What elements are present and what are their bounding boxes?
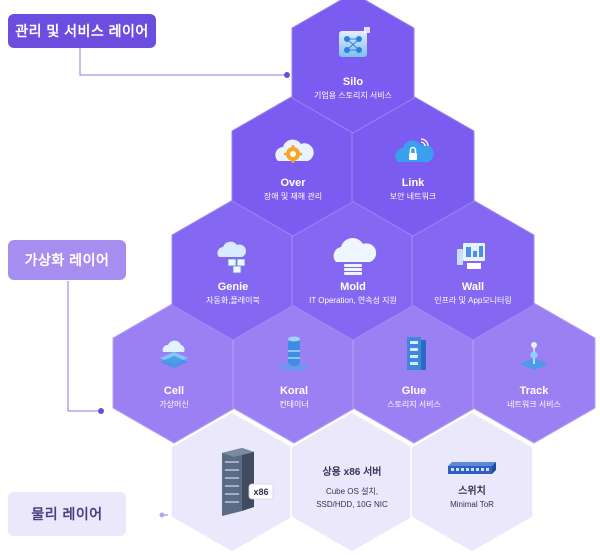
management-layer-tag: 관리 및 서비스 레이어 bbox=[8, 14, 156, 48]
hex-silo-title: Silo bbox=[343, 76, 363, 88]
physical-switch-title: 스위치 bbox=[458, 484, 486, 497]
hex-genie-subtitle: 자동화,플레이북 bbox=[206, 295, 260, 305]
x86-badge-text: x86 bbox=[253, 487, 268, 497]
physical-layer-tag: 물리 레이어 bbox=[8, 492, 126, 536]
hex-track-title: Track bbox=[520, 385, 550, 397]
hex-mold-subtitle: IT Operation, 연속성 지원 bbox=[309, 296, 397, 305]
hex-link-subtitle: 보안 네트워크 bbox=[390, 191, 436, 201]
connector-dot-physical bbox=[159, 512, 165, 518]
connector-management bbox=[79, 48, 287, 76]
hex-silo-subtitle: 기업용 스토리지 서비스 bbox=[314, 91, 392, 100]
physical-server-line1: Cube OS 설치, bbox=[326, 486, 378, 496]
hex-koral-subtitle: 컨테이너 bbox=[279, 399, 308, 409]
virtualization-layer-tag: 가상화 레이어 bbox=[8, 240, 126, 280]
hex-over-title: Over bbox=[280, 177, 306, 189]
cloud-gear-icon bbox=[275, 139, 314, 163]
physical-server-line2: SSD/HDD, 10G NIC bbox=[316, 500, 388, 509]
management-layer-label: 관리 및 서비스 레이어 bbox=[15, 23, 149, 39]
cloud-stack-icon bbox=[333, 238, 377, 275]
hex-cell-title: Cell bbox=[164, 385, 184, 397]
hex-silo[interactable] bbox=[291, 0, 415, 134]
hex-cell-subtitle: 가상머신 bbox=[159, 399, 188, 409]
server-rack-icon bbox=[222, 448, 254, 516]
hex-koral-title: Koral bbox=[280, 385, 308, 397]
cube-network-icon bbox=[339, 27, 370, 57]
hex-mold-title: Mold bbox=[340, 281, 366, 293]
connector-virtualization bbox=[67, 281, 101, 412]
network-node-icon bbox=[520, 342, 548, 370]
connector-dot-virtualization bbox=[98, 408, 104, 414]
x86-badge bbox=[248, 483, 274, 500]
cloud-layers-icon bbox=[160, 340, 188, 368]
hex-wall-subtitle: 인프라 및 App모니터링 bbox=[434, 295, 512, 305]
hex-genie-title: Genie bbox=[218, 281, 249, 293]
hex-wall-title: Wall bbox=[462, 281, 484, 293]
hex-glue-title: Glue bbox=[402, 385, 426, 397]
cloud-lock-icon bbox=[395, 138, 434, 162]
hex-glue-subtitle: 스토리지 서비스 bbox=[387, 400, 441, 409]
physical-server-title: 상용 x86 서버 bbox=[322, 465, 381, 478]
physical-switch-subtitle: Minimal ToR bbox=[450, 500, 494, 509]
monitor-dashboard-icon bbox=[457, 243, 485, 269]
hex-link-title: Link bbox=[402, 177, 425, 189]
hex-over-subtitle: 장애 및 재해 관리 bbox=[264, 191, 322, 201]
hex-track-subtitle: 네트워크 서비스 bbox=[507, 400, 561, 409]
storage-tower-icon bbox=[407, 337, 426, 370]
connector-dot-management bbox=[284, 72, 290, 78]
physical-layer-label: 물리 레이어 bbox=[31, 506, 103, 522]
hex-physical-right bbox=[410, 411, 534, 553]
cloud-boxes-icon bbox=[217, 241, 246, 274]
network-switch-icon bbox=[448, 462, 496, 474]
container-cylinder-icon bbox=[280, 336, 308, 371]
virtualization-layer-label: 가상화 레이어 bbox=[24, 252, 110, 268]
